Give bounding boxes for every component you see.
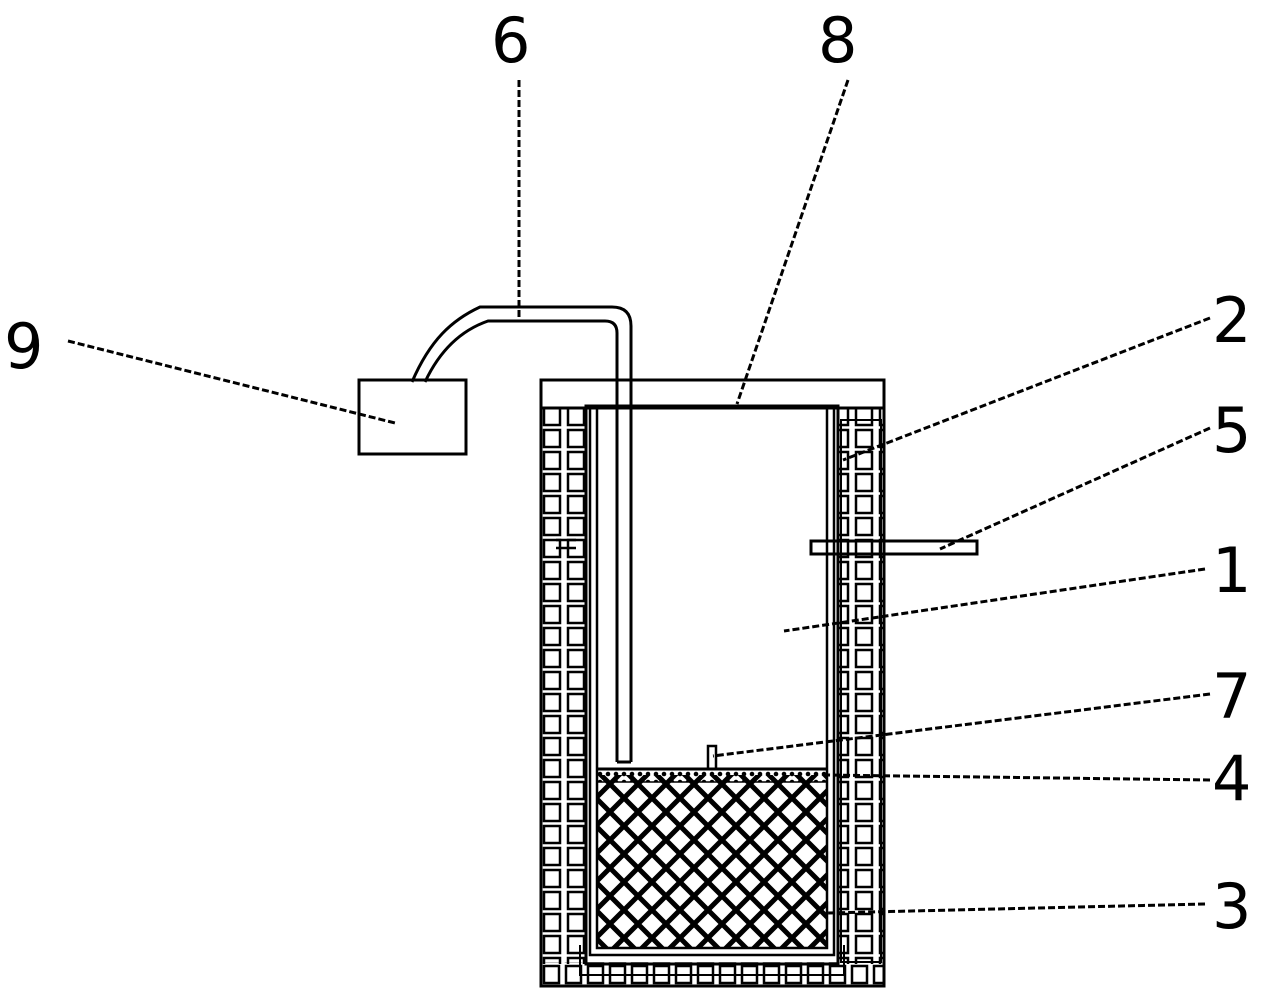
label-8: 8 [818, 4, 857, 77]
probe-7 [706, 744, 718, 768]
side-rod [809, 539, 979, 556]
inner-liner [556, 408, 845, 976]
label-1: 1 [1212, 534, 1251, 607]
leader-lines [67, 79, 1211, 915]
label-7: 7 [1212, 660, 1251, 733]
label-6: 6 [491, 4, 530, 77]
label-2: 2 [1212, 284, 1251, 357]
gas-pipe [410, 305, 633, 764]
furnace-lid [539, 378, 886, 410]
label-5: 5 [1212, 394, 1251, 467]
material-bed [597, 767, 828, 947]
reference-numerals: 9 6 8 2 5 1 7 4 3 [4, 4, 1251, 943]
furnace-wall [539, 378, 886, 988]
label-3: 3 [1212, 870, 1251, 943]
box-9 [357, 378, 468, 456]
label-9: 9 [4, 310, 43, 383]
label-4: 4 [1212, 742, 1251, 815]
